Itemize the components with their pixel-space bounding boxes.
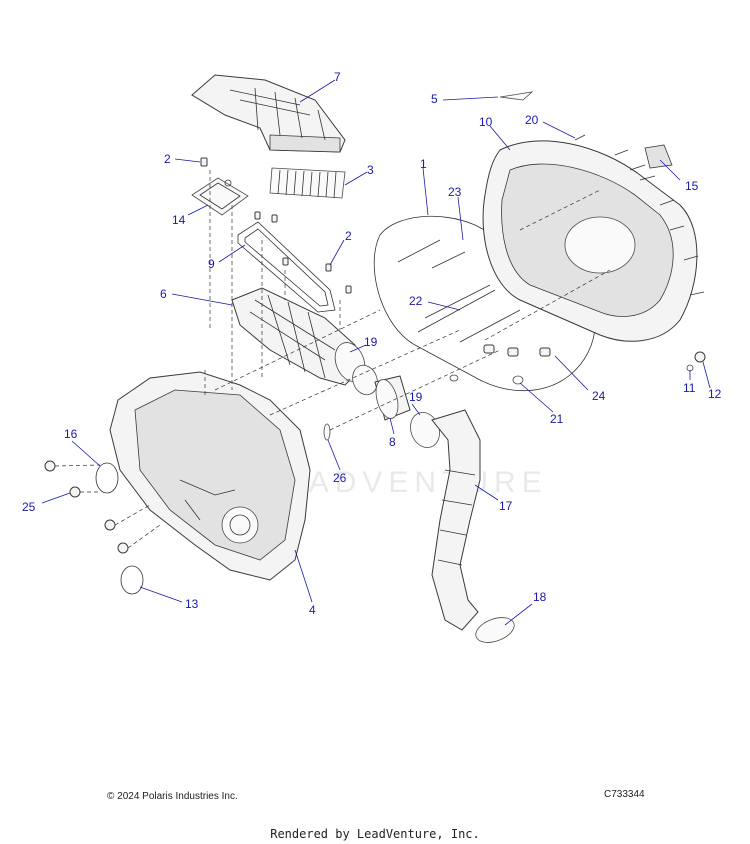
screws-upper (200, 157, 352, 294)
callout-19a: 19 (364, 335, 378, 349)
part-16-o-ring (95, 462, 119, 494)
diagram-code: C733344 (604, 789, 645, 800)
callout-18: 18 (533, 590, 547, 604)
callout-12: 12 (708, 387, 722, 401)
callout-7: 7 (334, 70, 341, 84)
part-3-screen (269, 167, 346, 199)
bolts-long (397, 239, 521, 343)
callout-19b: 19 (409, 390, 423, 404)
callout-24: 24 (592, 389, 606, 403)
part-6-intake-boot (231, 287, 366, 386)
callout-17: 17 (499, 499, 513, 513)
callout-2b: 2 (345, 229, 352, 243)
part-9-gasket (237, 221, 336, 313)
callout-14: 14 (172, 213, 186, 227)
part-1-seal (373, 215, 596, 392)
part-17-outlet-duct (431, 409, 481, 631)
part-7-intake-duct (191, 74, 346, 153)
assembly-centerlines (54, 170, 611, 549)
parts-11-12-hardware (686, 351, 706, 372)
part-19-clamp-upper (352, 364, 378, 396)
callout-25: 25 (22, 500, 36, 514)
callout-8: 8 (389, 435, 396, 449)
part-19-clamp-lower (410, 412, 440, 448)
callout-16: 16 (64, 427, 78, 441)
part-25-plugs (44, 460, 129, 554)
part-4-inner-cover (109, 371, 311, 581)
rendered-by-text: Rendered by LeadVenture, Inc. (270, 827, 480, 841)
part-5-decal (499, 91, 534, 101)
callout-26: 26 (333, 471, 347, 485)
screws-outer-cover (574, 134, 705, 296)
part-13-o-ring (120, 565, 144, 595)
part-15-label (644, 144, 673, 169)
callout-13: 13 (185, 597, 199, 611)
callout-9: 9 (208, 257, 215, 271)
part-18-clamp (475, 617, 515, 643)
callout-labels: 1 2 2 3 4 5 6 7 8 9 10 11 12 13 14 15 16… (22, 70, 722, 617)
part-10-outer-cover (482, 140, 698, 342)
callout-3: 3 (367, 163, 374, 177)
callout-21: 21 (550, 412, 564, 426)
callout-5: 5 (431, 92, 438, 106)
part-8-coupler (374, 375, 411, 421)
callout-1: 1 (420, 157, 427, 171)
callout-11: 11 (683, 381, 696, 395)
callout-20: 20 (525, 113, 539, 127)
callout-4: 4 (309, 603, 316, 617)
part-26-pin (323, 423, 331, 441)
callout-23: 23 (448, 185, 462, 199)
part-14-plate (191, 177, 249, 216)
callout-leaders (41, 79, 711, 626)
callout-2a: 2 (164, 152, 171, 166)
callout-22: 22 (409, 294, 423, 308)
copyright-text: © 2024 Polaris Industries Inc. (107, 791, 238, 802)
callout-10: 10 (479, 115, 493, 129)
callout-15: 15 (685, 179, 699, 193)
bolts-short (449, 344, 551, 385)
callout-6: 6 (160, 287, 167, 301)
